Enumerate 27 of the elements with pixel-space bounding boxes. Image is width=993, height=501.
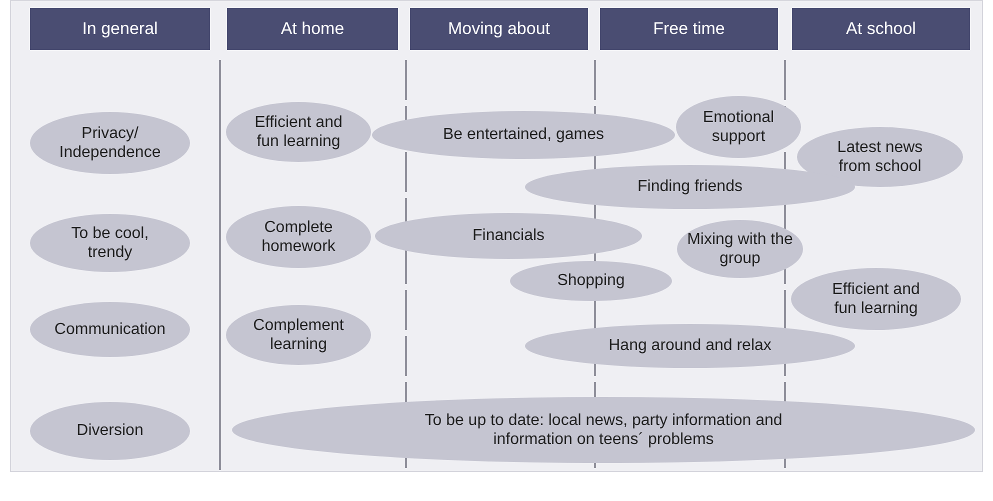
topic-text: Mixing with the group (686, 230, 794, 268)
column-header (600, 8, 778, 50)
topic-text: Diversion (76, 421, 144, 441)
column-header (410, 8, 588, 50)
header-text: Free time (653, 19, 725, 39)
topic-text: Financials (472, 226, 545, 246)
topic-text: Shopping (557, 271, 625, 291)
topic-text: Finding friends (638, 177, 742, 197)
topic-text: Emotional support (702, 108, 776, 146)
topic-text: To be cool, trendy (70, 224, 150, 262)
topic-text: Hang around and relax (608, 336, 772, 356)
topic-text: Complement learning (252, 316, 345, 354)
column-header (30, 8, 210, 50)
topic-text: Latest news from school (836, 138, 924, 176)
topic-text: To be up to date: local news, party information and information on teens´ problems (424, 410, 784, 450)
topic-text: Communication (54, 320, 166, 340)
header-text: At school (846, 19, 916, 39)
column-header (792, 8, 970, 50)
header-text: Moving about (448, 19, 550, 39)
header-text: In general (82, 19, 158, 39)
column-header (227, 8, 398, 50)
topic-text: Efficient and fun learning (831, 280, 921, 318)
header-text: At home (280, 19, 344, 39)
topic-text: Complete homework (260, 218, 336, 256)
topic-text: Be entertained, games (443, 125, 604, 145)
topic-text: Efficient and fun learning (254, 112, 344, 152)
topic-text: Privacy/ Independence (58, 124, 162, 162)
